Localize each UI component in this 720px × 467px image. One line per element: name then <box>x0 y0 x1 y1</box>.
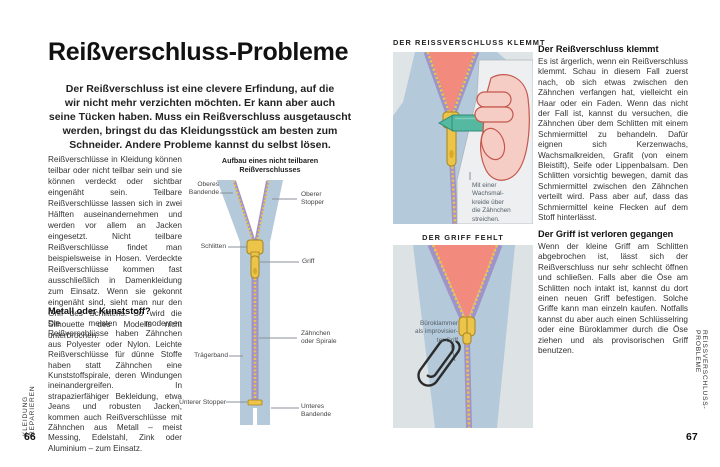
figure1-header: DER REISSVERSCHLUSS KLEMMT <box>393 38 546 47</box>
page-number-right: 67 <box>686 431 698 443</box>
page-title: Reißverschluss-Probleme <box>48 38 349 66</box>
diagram-title: Aufbau eines nicht teilbaren Reißverschl… <box>221 156 319 174</box>
right-paragraph-klemmt: Es ist ärgerlich, wenn ein Reißverschlus… <box>538 57 688 223</box>
right-heading-griff: Der Griff ist verloren gegangen <box>538 229 674 239</box>
figure2-caption: Büroklammer als improvisier- ter Griff <box>415 320 458 344</box>
diagram-label-schlitten: Schlitten <box>200 243 226 250</box>
section-heading-metall: Metall oder Kunststoff? <box>48 306 151 316</box>
diagram-label-unteres-bandende: Unteres Bandende <box>301 403 332 419</box>
diagram-label-traegerband: Trägerband <box>194 352 228 359</box>
diagram-label-oberer-stopper: Oberer Stopper <box>301 191 325 207</box>
left-column-paragraph: Reißverschlüsse in Kleidung können teilb… <box>48 155 182 340</box>
right-heading-klemmt: Der Reißverschluss klemmt <box>538 44 659 54</box>
right-paragraph-griff: Wenn der kleine Griff am Schlitten abgeb… <box>538 242 688 356</box>
figure2-header: DER GRIFF FEHLT <box>422 233 504 242</box>
diagram-label-zaehnchen: Zähnchen oder Spirale <box>301 330 337 346</box>
right-sidebar-chapter-label: REISSVERSCHLUSS-PROBLEME <box>694 330 708 410</box>
hand-icon <box>474 74 530 181</box>
zipper-diagram <box>217 180 299 425</box>
section-paragraph-metall: Die meisten modernen Reißverschlüsse hab… <box>48 319 182 453</box>
page-number-left: 66 <box>24 431 36 443</box>
left-sidebar-chapter-label: KLEIDUNG REPARIEREN <box>22 385 36 436</box>
figure1-caption: Mit einer Wachsmal- kreide über die Zähn… <box>472 182 511 223</box>
diagram-label-oberes-bandende: Oberes Bandende <box>188 181 219 197</box>
diagram-label-griff: Griff <box>302 258 315 265</box>
diagram-label-unterer-stopper: Unterer Stopper <box>179 399 226 406</box>
figure-griff-fehlt <box>393 245 533 428</box>
paperclip-icon <box>417 338 461 387</box>
slider-illustration-fig2 <box>458 316 476 345</box>
bottom-stopper <box>247 399 263 406</box>
intro-text: Der Reißverschluss ist eine clevere Erfi… <box>48 83 352 151</box>
figure-zipper-klemmt <box>393 52 533 224</box>
